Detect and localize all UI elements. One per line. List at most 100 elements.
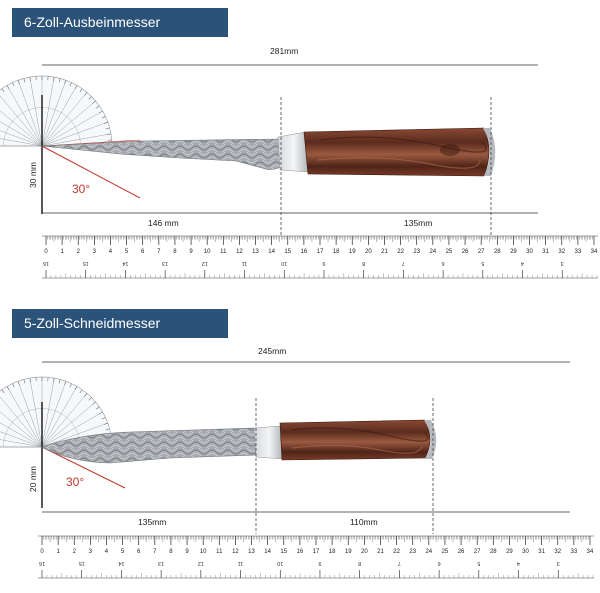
ruler-number: 17 (313, 549, 320, 555)
ruler-number: 16 (297, 549, 304, 555)
ruler-number: 10 (204, 249, 211, 255)
protractor-ray (41, 85, 78, 147)
protractor-ray (0, 396, 43, 448)
ruler-number: 24 (425, 549, 432, 555)
ruler-number: 32 (558, 249, 565, 255)
ruler-number: 10 (200, 549, 207, 555)
protractor-ray (17, 80, 43, 147)
ruler-number: 24 (429, 249, 436, 255)
ruler-inverted-number: 16 (43, 260, 49, 266)
ruler-number: 17 (317, 249, 324, 255)
ruler-number: 2 (77, 249, 81, 255)
panel-title-bg (12, 8, 228, 37)
ruler-number: 29 (510, 249, 517, 255)
angle-label: 30° (66, 475, 84, 489)
angle-line (41, 446, 126, 489)
panel-6-zoll-ausbeinmesser: 6-Zoll-Ausbeinmesser 281mm 30 mm 30° 146… (0, 8, 598, 279)
ruler-number: 11 (216, 549, 223, 555)
protractor-ray (41, 401, 96, 448)
ruler-number: 30 (526, 249, 533, 255)
ruler-number: 14 (268, 249, 275, 255)
panel-5-zoll-schneidmesser: 5-Zoll-Schneidmesser 245mm 20 mm 30° 135… (0, 309, 594, 579)
ruler-number: 0 (44, 249, 48, 255)
panel-title-bg (12, 309, 228, 338)
ruler-number: 9 (189, 249, 193, 255)
ruler-number: 33 (575, 249, 582, 255)
boning-knife-image (41, 127, 496, 177)
protractor-ray (41, 80, 67, 147)
ruler-inverted-number: 9 (318, 560, 321, 566)
ruler-inverted-number: 13 (158, 560, 164, 566)
ruler-number: 22 (393, 549, 400, 555)
panel-title: 5-Zoll-Schneidmesser (24, 315, 160, 331)
protractor-ray (6, 386, 43, 448)
ruler-number: 33 (571, 549, 578, 555)
ruler-number: 11 (220, 249, 227, 255)
ruler-inverted-number: 3 (561, 260, 564, 266)
ruler-inverted-number: 16 (39, 560, 45, 566)
ruler-inverted-number: 11 (242, 260, 248, 266)
ruler-number: 2 (73, 549, 77, 555)
ruler-number: 13 (248, 549, 255, 555)
protractor-ray (29, 378, 43, 448)
ruler-inverted-number: 12 (198, 560, 204, 566)
ruler-number: 9 (185, 549, 189, 555)
ruler-inverted-number: 14 (122, 260, 128, 266)
protractor-ray (41, 100, 96, 147)
protractor-ray (0, 138, 43, 147)
ruler-number: 6 (141, 249, 145, 255)
ruler-number: 3 (93, 249, 97, 255)
protractor-ray (41, 121, 108, 147)
ruler-number: 25 (442, 549, 449, 555)
ruler-number: 3 (89, 549, 93, 555)
ruler-number: 4 (105, 549, 109, 555)
ruler-number: 5 (121, 549, 125, 555)
ruler-inverted-number: 15 (79, 560, 85, 566)
ruler-number: 20 (365, 249, 372, 255)
ruler-number: 12 (232, 549, 239, 555)
ruler-number: 13 (252, 249, 259, 255)
utility-knife-image (41, 419, 437, 464)
ruler-number: 15 (284, 249, 291, 255)
ruler-inverted-number: 8 (362, 260, 365, 266)
protractor-ray (41, 381, 67, 448)
ruler-number: 7 (157, 249, 161, 255)
angle-label: 30° (72, 182, 90, 196)
ruler-number: 34 (587, 549, 594, 555)
ruler-number: 18 (333, 249, 340, 255)
ruler-inverted-number: 10 (281, 260, 287, 266)
total-length-label: 281mm (270, 46, 298, 56)
ruler-inverted-number: 6 (442, 260, 445, 266)
ruler-number: 8 (173, 249, 177, 255)
handle-length-label: 110mm (350, 517, 378, 527)
protractor-ray (0, 95, 43, 147)
ruler-number: 14 (264, 549, 271, 555)
ruler-number: 31 (538, 549, 545, 555)
ruler-number: 21 (381, 249, 388, 255)
ruler-number: 26 (462, 249, 469, 255)
ruler-number: 26 (458, 549, 465, 555)
protractor-icon (0, 376, 113, 448)
ruler-number: 34 (591, 249, 598, 255)
ruler-number: 27 (474, 549, 481, 555)
protractor-ray (0, 422, 43, 448)
ruler-number: 19 (349, 249, 356, 255)
protractor-ray (29, 77, 43, 147)
protractor-ray (0, 130, 43, 147)
ruler-inverted-number: 7 (398, 560, 401, 566)
ruler-inverted-number: 5 (481, 260, 484, 266)
protractor-ray (17, 381, 43, 448)
panel-title: 6-Zoll-Ausbeinmesser (24, 14, 160, 30)
ruler-number: 19 (345, 549, 352, 555)
ruler-number: 6 (137, 549, 141, 555)
ruler-number: 5 (125, 249, 129, 255)
height-label: 20 mm (28, 466, 38, 492)
ruler-number: 20 (361, 549, 368, 555)
ruler-inverted-number: 4 (521, 260, 524, 266)
ruler-inverted-number: 9 (322, 260, 325, 266)
ruler-number: 29 (506, 549, 513, 555)
ruler-number: 23 (409, 549, 416, 555)
